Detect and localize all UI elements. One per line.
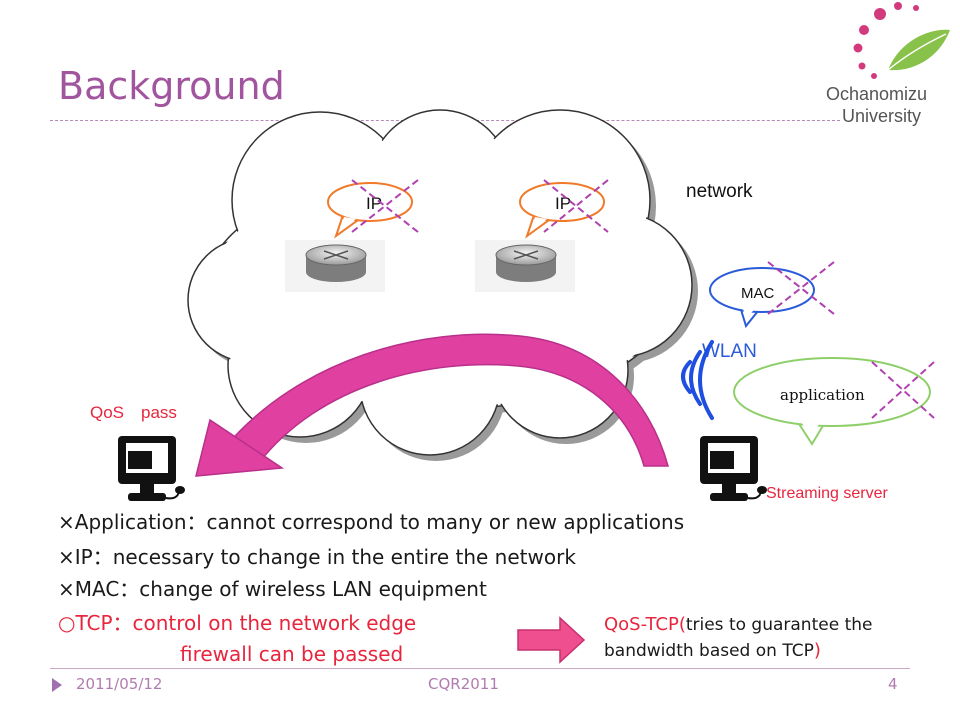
network-label: network: [686, 181, 753, 202]
mac-label: MAC: [741, 285, 775, 302]
streaming-server-label: Streaming server: [766, 485, 888, 502]
qos-tcp-tail: ): [813, 640, 821, 661]
qos-tcp-head: QoS-TCP(: [604, 614, 686, 635]
footer-conference: CQR2011: [428, 675, 499, 693]
qos-pass-label: QoS pass: [90, 403, 177, 422]
logo-dots: [853, 2, 919, 79]
bullet-ip: ×IP：necessary to change in the entire th…: [58, 545, 576, 569]
bullet-tcp: ○TCP：control on the network edge: [58, 611, 417, 635]
qos-tcp-body: tries to guarantee the bandwidth based o…: [604, 615, 873, 661]
application-label: application: [780, 386, 865, 404]
qos-tcp-note: QoS-TCP(tries to guarantee the bandwidth…: [604, 612, 934, 664]
bullet-firewall: firewall can be passed: [180, 642, 404, 666]
logo-line2: University: [842, 106, 921, 126]
client-computer-icon: [118, 436, 185, 501]
cross-mark-icon: [351, 179, 935, 419]
university-logo: Ochanomizu University: [826, 2, 950, 126]
implies-arrow-icon: [517, 616, 586, 664]
footer-page-number: 4: [888, 675, 898, 693]
wireless-signal-icon: [681, 340, 714, 420]
bullet-application: ×Application：cannot correspond to many o…: [58, 510, 685, 534]
footer-divider: [50, 668, 910, 669]
ip-label: IP: [555, 194, 571, 213]
slide-title: Background: [58, 64, 285, 108]
bullet-mac: ×MAC：change of wireless LAN equipment: [58, 577, 487, 601]
server-computer-icon: [700, 436, 767, 501]
logo-line1: Ochanomizu: [826, 84, 927, 104]
footer-triangle-icon: [52, 678, 62, 692]
router-icon: [285, 240, 385, 292]
pass-arrow: [195, 333, 669, 477]
wlan-label: WLAN: [702, 341, 757, 362]
mac-bubble: MAC: [709, 267, 815, 329]
application-bubble: application: [733, 357, 931, 446]
footer-date: 2011/05/12: [76, 675, 163, 693]
ip-label: IP: [366, 194, 382, 213]
router-icon: [475, 240, 575, 292]
